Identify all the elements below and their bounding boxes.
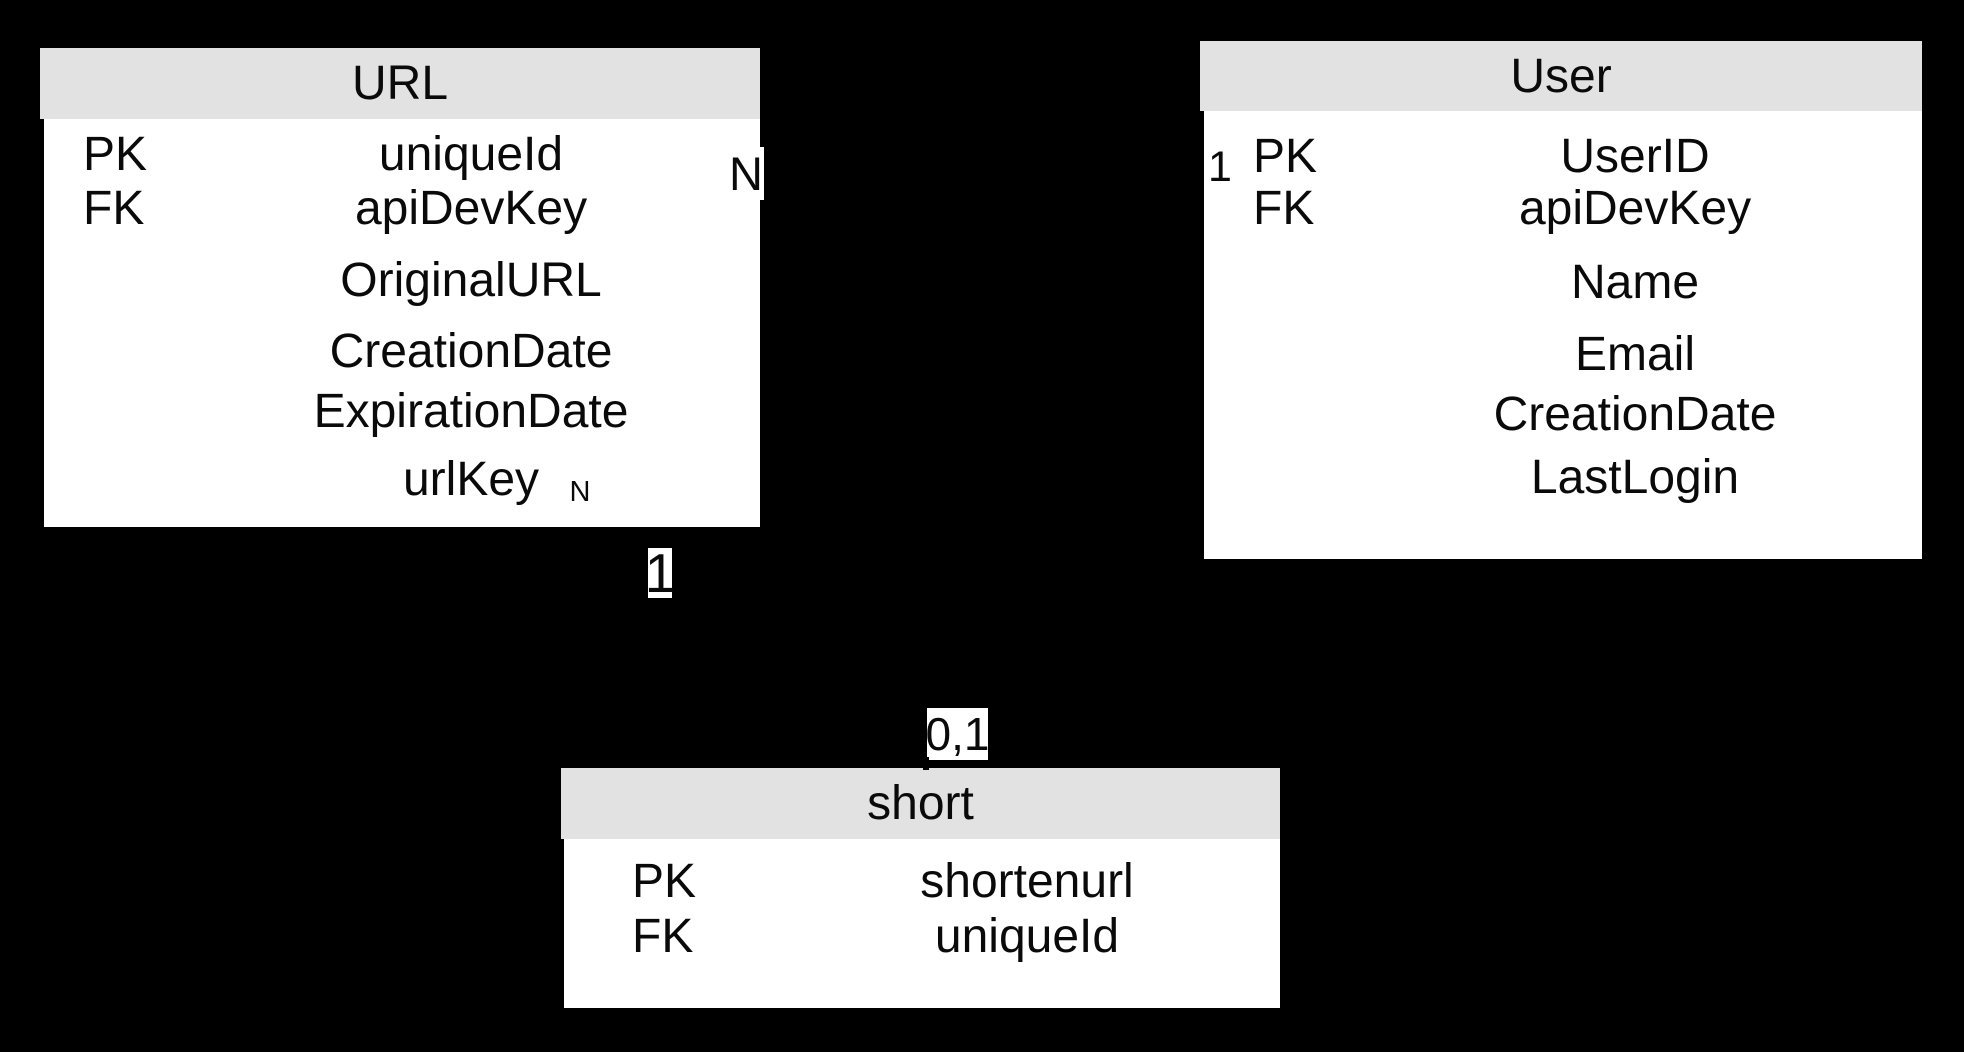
- table-row: PK uniqueId: [44, 130, 760, 180]
- table-row: urlKey: [44, 455, 760, 505]
- table-row: PK UserID: [1204, 132, 1922, 182]
- key-badge: FK: [1253, 182, 1315, 235]
- attribute-name: apiDevKey: [1518, 182, 1752, 235]
- attribute-name: CreationDate: [329, 325, 613, 378]
- entity-url-header: URL: [40, 48, 760, 119]
- table-row: OriginalURL: [44, 256, 760, 306]
- entity-short: short PK shortenurl FK uniqueId: [561, 768, 1280, 1008]
- attribute-name: Email: [1574, 328, 1696, 381]
- entity-user: User PK UserID FK apiDevKey Name Email C…: [1200, 41, 1922, 559]
- cardinality-label-url-short-n: N: [558, 474, 602, 510]
- attribute-name: urlKey: [402, 453, 540, 506]
- attribute-name: LastLogin: [1530, 451, 1740, 504]
- attribute-name: uniqueId: [934, 910, 1120, 963]
- attribute-name: apiDevKey: [354, 182, 588, 235]
- entity-short-header: short: [561, 768, 1280, 839]
- entity-user-body: PK UserID FK apiDevKey Name Email Creati…: [1204, 111, 1922, 559]
- attribute-name: Name: [1570, 256, 1700, 309]
- entity-user-header: User: [1200, 41, 1922, 111]
- key-badge: PK: [632, 855, 697, 908]
- attribute-name: UserID: [1560, 130, 1710, 183]
- cardinality-label-url-short-0-1: 0,1: [925, 708, 990, 760]
- table-row: CreationDate: [44, 327, 760, 377]
- key-badge: PK: [83, 128, 148, 181]
- cardinality-label-url-short-1: 1: [644, 542, 676, 604]
- table-row: CreationDate: [1204, 390, 1922, 440]
- entity-url-body: PK uniqueId FK apiDevKey OriginalURL Cre…: [44, 119, 760, 527]
- table-row: Name: [1204, 258, 1922, 308]
- attribute-name: uniqueId: [378, 128, 564, 181]
- table-row: PK shortenurl: [564, 857, 1280, 907]
- cardinality-label-url-user-1: 1: [1205, 143, 1235, 191]
- attribute-name: CreationDate: [1493, 388, 1777, 441]
- table-row: ExpirationDate: [44, 387, 760, 437]
- entity-short-body: PK shortenurl FK uniqueId: [564, 839, 1280, 1008]
- attribute-name: shortenurl: [920, 855, 1134, 908]
- cardinality-label-url-user-n: N: [728, 147, 764, 200]
- relationship-line-stub: [923, 757, 929, 770]
- table-row: FK uniqueId: [564, 912, 1280, 962]
- table-row: FK apiDevKey: [44, 184, 760, 234]
- key-badge: FK: [83, 182, 145, 235]
- table-row: Email: [1204, 330, 1922, 380]
- table-row: LastLogin: [1204, 453, 1922, 503]
- key-badge: PK: [1253, 130, 1318, 183]
- entity-url: URL PK uniqueId FK apiDevKey OriginalURL…: [40, 48, 760, 527]
- attribute-name: OriginalURL: [340, 254, 602, 307]
- entity-user-title: User: [1510, 49, 1612, 103]
- table-row: FK apiDevKey: [1204, 184, 1922, 234]
- entity-url-title: URL: [351, 57, 449, 110]
- entity-short-title: short: [867, 777, 974, 830]
- key-badge: FK: [632, 910, 694, 963]
- attribute-name: ExpirationDate: [313, 385, 629, 438]
